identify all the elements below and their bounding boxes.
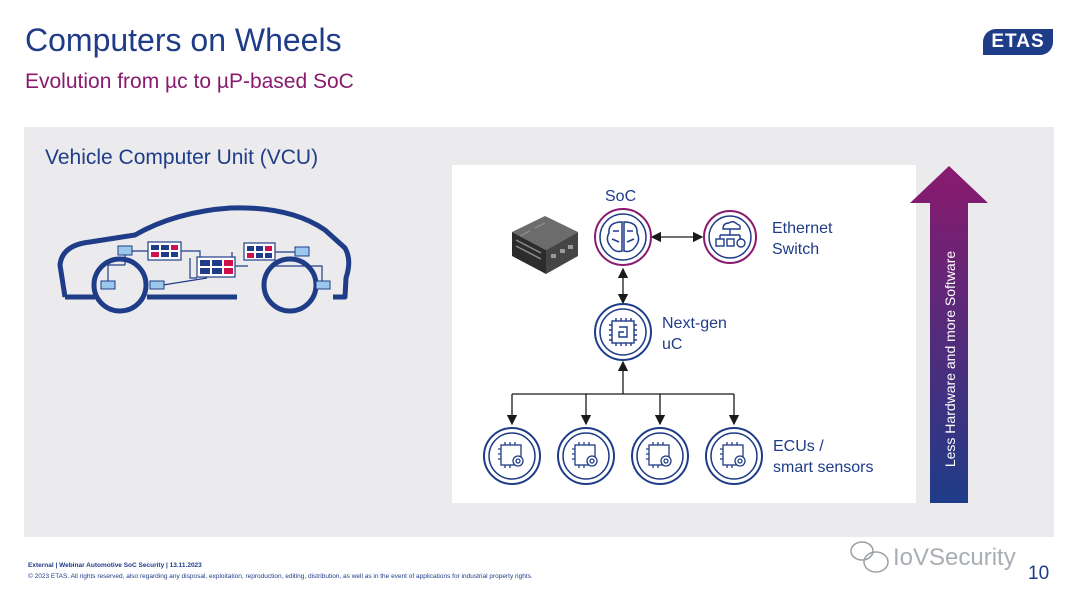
ecu-nodes bbox=[483, 427, 763, 485]
ecu-label: ECUs / smart sensors bbox=[773, 436, 873, 478]
page-number: 10 bbox=[1028, 563, 1050, 584]
chip-gear-icon bbox=[572, 442, 598, 468]
ecu-node-4 bbox=[705, 427, 763, 485]
soc-node bbox=[594, 208, 652, 266]
slide-title: Computers on Wheels bbox=[25, 22, 342, 58]
side-arrow-label: Less Hardware and more Software bbox=[942, 250, 958, 468]
footer-line2: © 2023 ETAS. All rights reserved, also r… bbox=[28, 573, 533, 580]
network-switch-icon bbox=[715, 221, 746, 248]
chip-icon bbox=[609, 318, 637, 346]
chip-gear-icon bbox=[720, 442, 746, 468]
ethernet-label-line2: Switch bbox=[772, 241, 820, 258]
soc-label: SoC bbox=[605, 188, 637, 205]
nextgen-uc-node bbox=[594, 303, 652, 361]
ecu-node-1 bbox=[483, 427, 541, 485]
nextgen-label-line2: uC bbox=[662, 336, 683, 353]
chip-gear-icon bbox=[498, 442, 524, 468]
ecu-node-3 bbox=[631, 427, 689, 485]
footer-line1: External | Webinar Automotive SoC Securi… bbox=[28, 562, 202, 569]
ecu-node-2 bbox=[557, 427, 615, 485]
soc-hardware-image bbox=[512, 216, 578, 274]
nextgen-label-line1: Next-gen bbox=[662, 315, 727, 332]
ethernet-switch-node bbox=[703, 210, 757, 264]
ecu-label-line2: smart sensors bbox=[773, 459, 874, 476]
watermark-icon bbox=[850, 541, 889, 573]
nextgen-uc-label: Next-gen uC bbox=[662, 313, 727, 355]
ethernet-switch-label: Ethernet Switch bbox=[772, 218, 832, 260]
side-arrow-text: Less Hardware and more Software bbox=[930, 214, 970, 504]
chip-gear-icon bbox=[646, 442, 672, 468]
etas-logo: ETAS bbox=[983, 29, 1053, 55]
panel-title: Vehicle Computer Unit (VCU) bbox=[45, 146, 319, 169]
ecu-label-line1: ECUs / bbox=[773, 438, 824, 455]
car-modules bbox=[100, 241, 331, 290]
slide-subtitle: Evolution from µc to µP-based SoC bbox=[25, 70, 354, 93]
brain-icon bbox=[606, 221, 640, 253]
watermark-text: IoVSecurity bbox=[893, 544, 1016, 571]
side-arrow bbox=[910, 166, 988, 503]
ethernet-label-line1: Ethernet bbox=[772, 220, 833, 237]
connectors bbox=[506, 231, 740, 426]
